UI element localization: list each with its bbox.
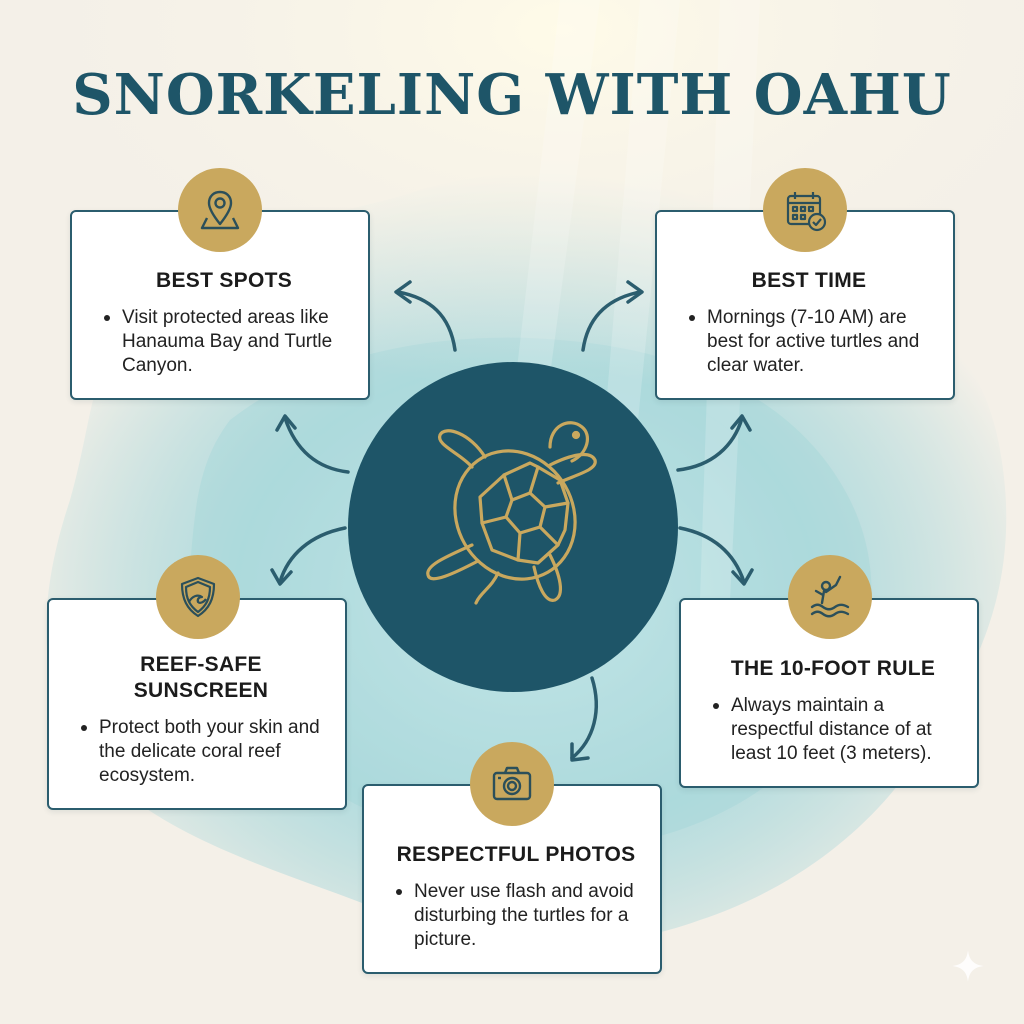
camera-icon (492, 766, 532, 801)
swimmer-icon (810, 575, 850, 618)
page-title: SNORKELING WITH OAHU (72, 62, 952, 128)
badge-best-time (763, 168, 847, 252)
arrow-head (626, 280, 644, 304)
arrow-head (570, 742, 590, 762)
badge-best-spots (178, 168, 262, 252)
arrow-to-photos (570, 676, 598, 760)
arrow-to-best-spots-lower (283, 416, 350, 474)
arrow-head (275, 414, 297, 432)
card-heading: REEF-SAFE SUNSCREEN (133, 653, 269, 702)
card-bullet: Mornings (7-10 AM) are best for active t… (683, 306, 935, 378)
arrow-head (270, 568, 293, 586)
badge-photos (470, 742, 554, 826)
arrow-head (731, 568, 754, 586)
card-heading: RESPECTFUL PHOTOS (396, 843, 636, 866)
badge-sunscreen (156, 555, 240, 639)
map-pin-icon (200, 190, 240, 230)
card-bullet: Never use flash and avoid disturbing the… (390, 880, 642, 952)
shield-wave-icon (180, 576, 216, 618)
arrow-to-ten-foot-rule (678, 526, 746, 584)
card-heading: THE 10-FOOT RULE (730, 657, 936, 680)
arrow-head (730, 414, 752, 432)
arrow-head (394, 280, 412, 304)
calendar-check-icon (786, 192, 827, 232)
arrow-to-best-spots (396, 290, 457, 352)
card-bullet: Protect both your skin and the delicate … (75, 716, 327, 788)
sparkle-icon (952, 950, 984, 982)
sea-turtle-icon (426, 421, 597, 605)
arrow-to-best-time (581, 290, 642, 352)
arrow-to-sunscreen (278, 526, 347, 584)
card-bullet: Always maintain a respectful distance of… (707, 694, 959, 766)
arrow-to-best-time-lower (676, 416, 744, 472)
card-heading: BEST TIME (751, 269, 867, 292)
card-best-spots: BEST SPOTS Visit protected areas like Ha… (70, 210, 370, 400)
badge-ten-foot-rule (788, 555, 872, 639)
card-heading: BEST SPOTS (155, 269, 293, 292)
card-bullet: Visit protected areas like Hanauma Bay a… (98, 306, 350, 378)
